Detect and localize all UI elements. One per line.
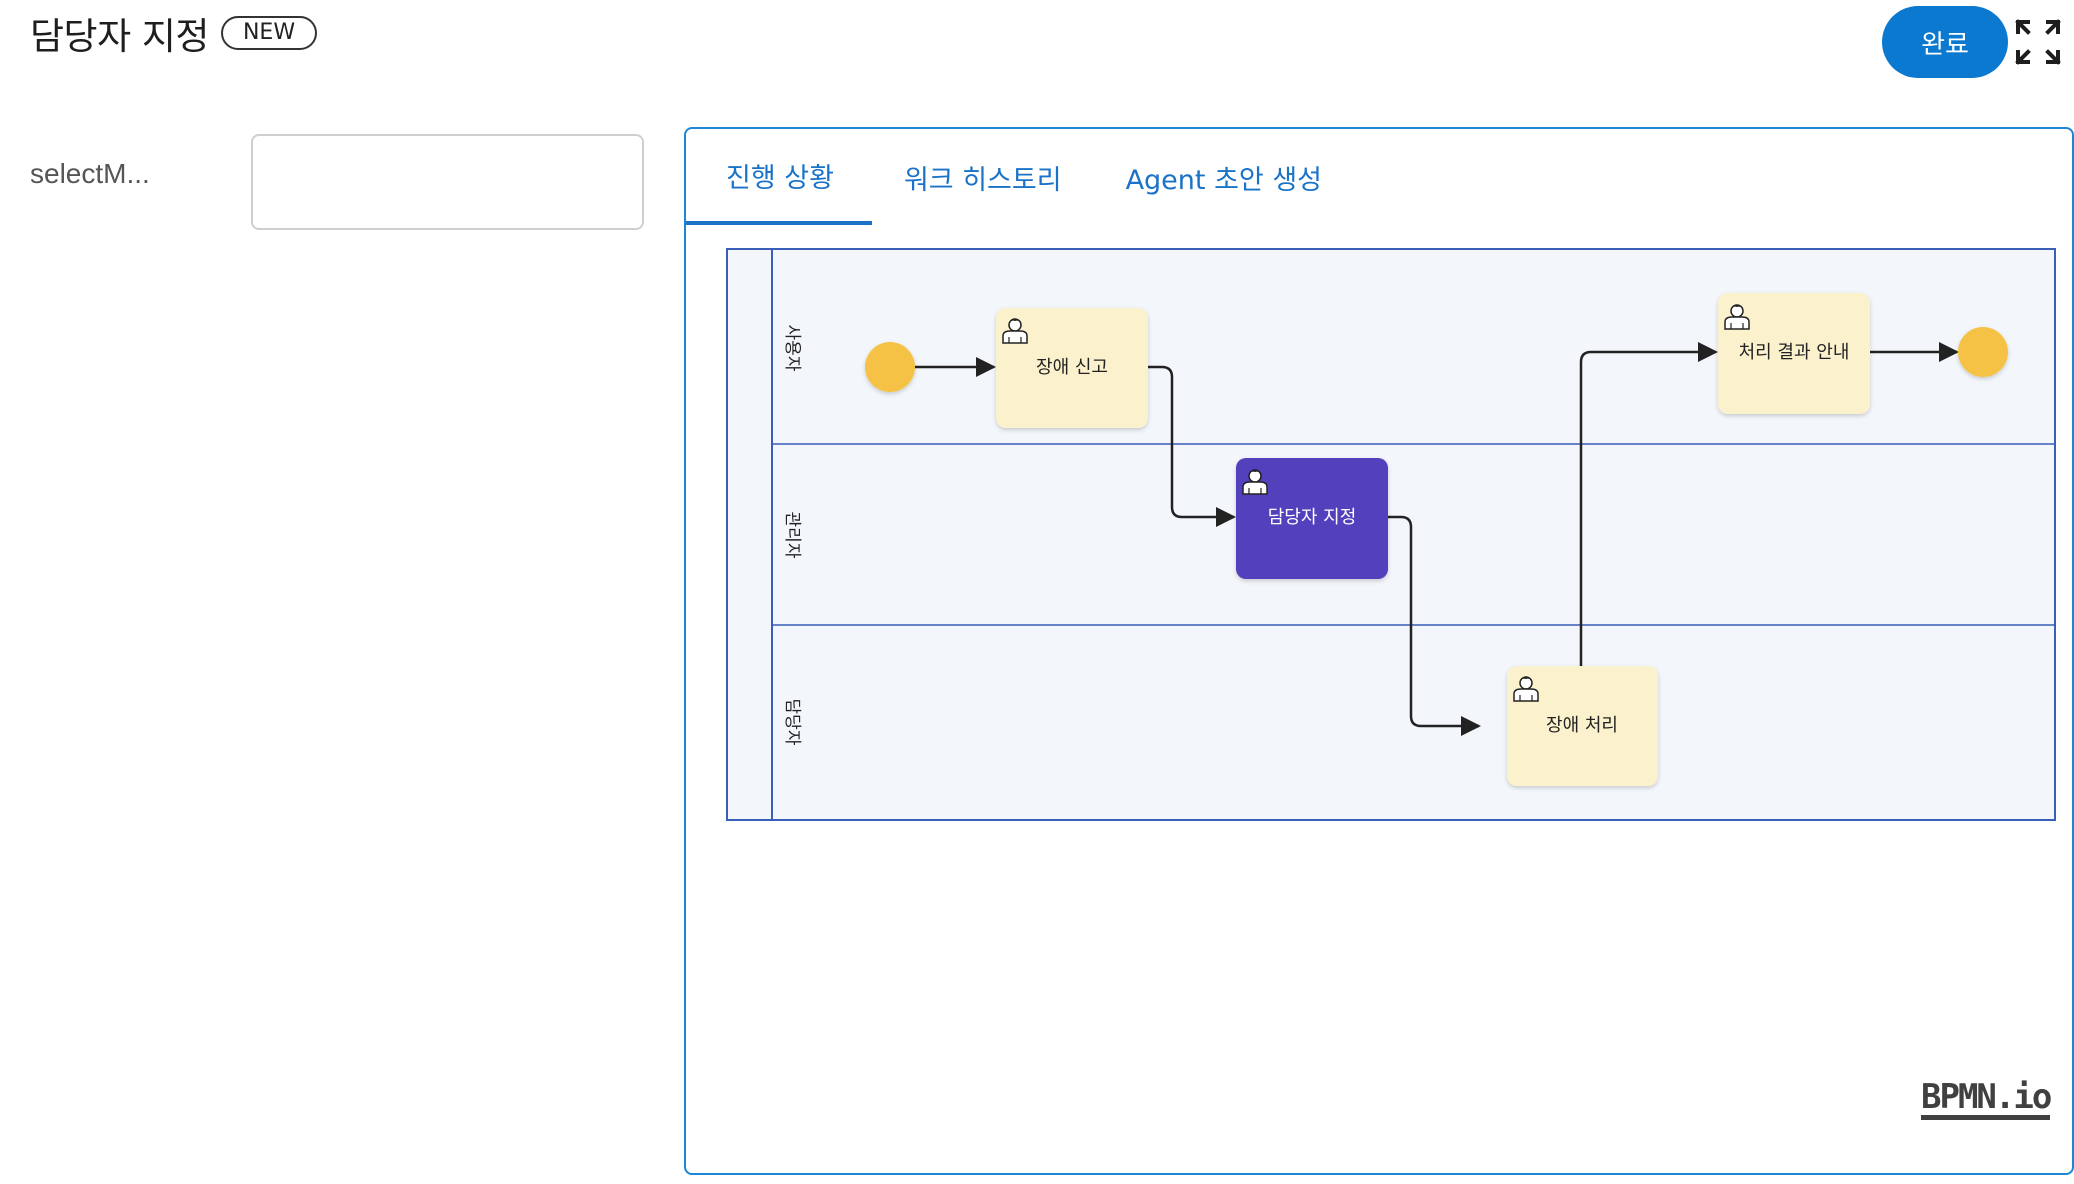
lane-label-assignee: 담당자 — [782, 699, 802, 746]
tab-bar: 진행 상황 워크 히스토리 Agent 초안 생성 — [686, 129, 1354, 225]
bpmn-diagram[interactable]: 사용자 관리자 담당자 장애 신고 담당자 지정 장애 처리 — [726, 248, 2056, 823]
task-label: 장애 신고 — [1036, 357, 1108, 378]
process-panel: 진행 상황 워크 히스토리 Agent 초안 생성 사용자 관리자 담 — [684, 127, 2074, 1175]
flow-handle-to-notify — [1579, 342, 1718, 670]
start-event[interactable] — [865, 342, 915, 392]
tab-progress[interactable]: 진행 상황 — [686, 129, 872, 225]
page-header: 담당자 지정 NEW — [30, 6, 318, 60]
task-report-incident[interactable]: 장애 신고 — [996, 308, 1148, 428]
task-label: 처리 결과 안내 — [1739, 342, 1850, 363]
page-title: 담당자 지정 — [30, 15, 209, 58]
end-event[interactable] — [1958, 327, 2008, 377]
tab-agent-draft[interactable]: Agent 초안 생성 — [1125, 164, 1323, 196]
lane-label-admin: 관리자 — [782, 512, 802, 559]
lane-label-user: 사용자 — [782, 325, 802, 372]
select-field-label: selectM... — [30, 158, 150, 189]
flow-report-to-assign — [1146, 365, 1236, 527]
task-label: 장애 처리 — [1546, 715, 1618, 736]
task-handle-incident[interactable]: 장애 처리 — [1507, 666, 1658, 786]
task-assign-owner[interactable]: 담당자 지정 — [1236, 458, 1388, 579]
task-notify-result[interactable]: 처리 결과 안내 — [1718, 293, 1870, 414]
new-badge: NEW — [220, 16, 318, 50]
task-label: 담당자 지정 — [1268, 507, 1357, 528]
flow-assign-to-handle — [1388, 515, 1481, 736]
tab-work-history[interactable]: 워크 히스토리 — [903, 164, 1062, 196]
expand-icon[interactable] — [2010, 14, 2066, 70]
bpmn-io-logo[interactable]: BPMN.io — [1921, 1079, 2052, 1120]
done-button[interactable]: 완료 — [1882, 6, 2008, 78]
select-field-input[interactable] — [251, 134, 644, 230]
